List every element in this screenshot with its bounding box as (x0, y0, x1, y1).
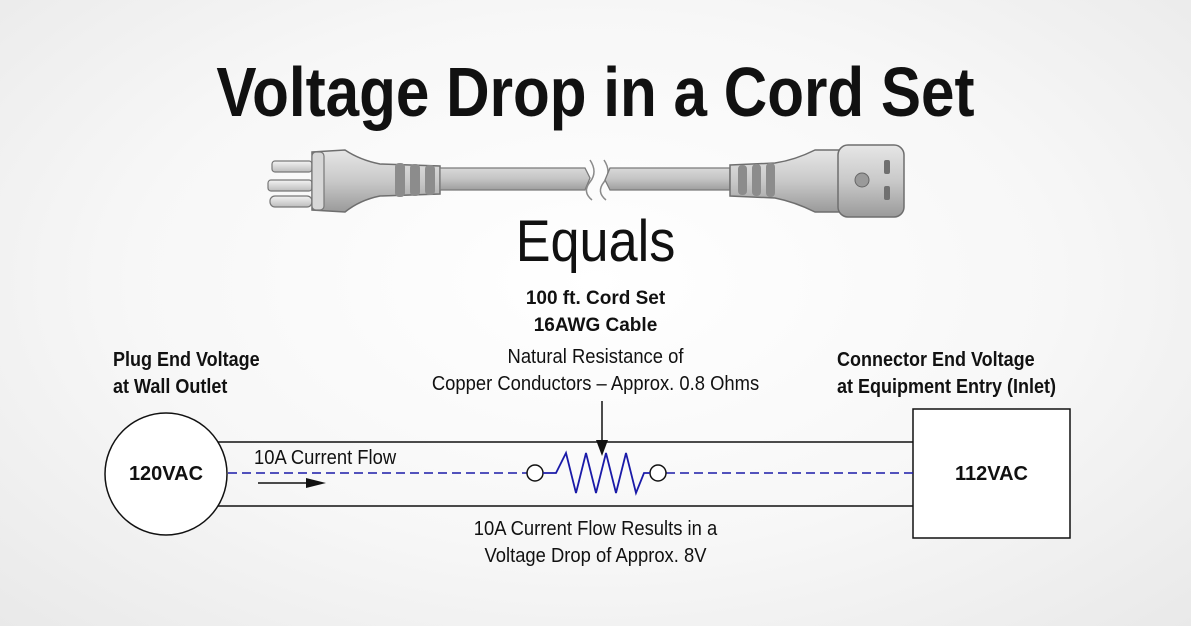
plug-end-node (104, 412, 228, 536)
cord-spec-gauge: 16AWG Cable (533, 315, 658, 336)
plug-end-label-line2: at Wall Outlet (113, 376, 228, 398)
connector-icon (729, 144, 905, 218)
current-direction-arrow-icon (258, 478, 326, 488)
resistance-label-line2: Copper Conductors – Approx. 0.8 Ohms (431, 373, 760, 395)
resistor-icon (526, 450, 667, 496)
diagram-title: Voltage Drop in a Cord Set (216, 53, 975, 131)
connector-end-label-line1: Connector End Voltage (837, 349, 1035, 371)
voltage-drop-note-line1: 10A Current Flow Results in a (473, 518, 718, 540)
connector-end-label-line2: at Equipment Entry (Inlet) (837, 376, 1057, 398)
equals-label: Equals (515, 209, 676, 274)
resistance-label-line1: Natural Resistance of (507, 346, 684, 368)
cord-spec-length: 100 ft. Cord Set (525, 288, 666, 309)
resistance-arrow-icon (596, 401, 608, 456)
plug-end-label-line1: Plug End Voltage (113, 349, 260, 371)
voltage-drop-note-line2: Voltage Drop of Approx. 8V (484, 545, 707, 567)
connector-end-voltage: 112VAC (954, 463, 1028, 485)
plug-icon (267, 149, 441, 213)
plug-end-voltage: 120VAC (128, 463, 204, 485)
connector-end-node (912, 408, 1071, 539)
current-flow-label: 10A Current Flow (254, 447, 397, 469)
